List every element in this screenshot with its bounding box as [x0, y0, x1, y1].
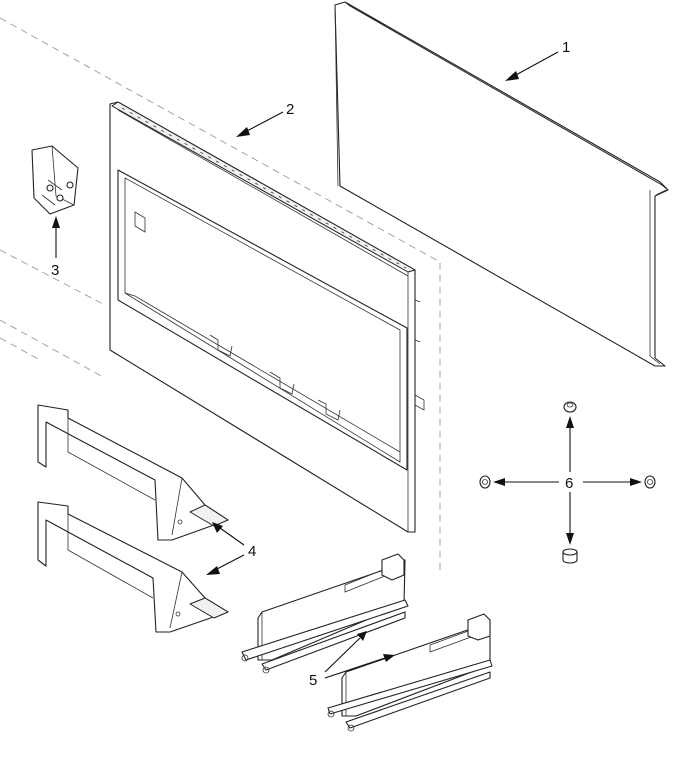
- leader-lines: [52, 51, 642, 679]
- callout-4: 4: [248, 543, 256, 560]
- callout-3: 3: [51, 262, 59, 279]
- part-2-trim-frame: [109, 101, 425, 533]
- callout-6: 6: [565, 475, 573, 492]
- part-3-mounting-clip: [31, 145, 79, 215]
- part-4-bracket-upper: [37, 404, 229, 541]
- part-5-rail-right: [327, 613, 493, 732]
- callout-5: 5: [309, 672, 317, 689]
- part-6-grommets: [479, 401, 656, 564]
- callout-labels: 1 2 3 4 5 6: [51, 39, 573, 689]
- callout-2: 2: [286, 101, 294, 118]
- part-4-bracket-lower: [37, 501, 229, 633]
- part-1-top-panel: [334, 1, 669, 367]
- callout-1: 1: [562, 39, 570, 56]
- part-5-rail-left: [241, 553, 409, 674]
- alignment-guides: [0, 17, 441, 575]
